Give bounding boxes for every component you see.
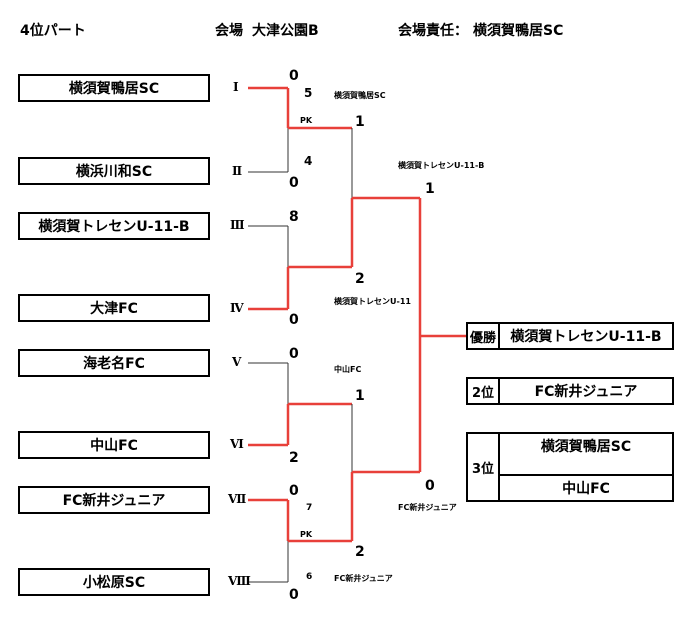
team-box-6: 中山FC (18, 431, 210, 459)
venue-name: 大津公園B (252, 23, 319, 39)
team-box-8: 小松原SC (18, 568, 210, 596)
m1-pk-bottom: 4 (304, 154, 313, 168)
champion-name: 横須賀トレセンU-11-B (498, 322, 674, 350)
champion-label: 優勝 (466, 322, 500, 350)
m1-pk-label: PK (300, 116, 313, 125)
s1-top-score: 1 (355, 114, 365, 130)
m4-pk-top: 7 (306, 503, 313, 513)
seed-4: Ⅳ (230, 301, 244, 315)
seed-6: Ⅵ (230, 437, 244, 451)
third-spacer (498, 458, 674, 474)
s1-bottom-score: 2 (355, 271, 365, 287)
m4-bottom-score: 0 (289, 587, 299, 603)
seed-2: Ⅱ (232, 164, 243, 178)
manager-label: 会場責任： (398, 23, 468, 39)
seed-8: Ⅷ (228, 574, 251, 588)
m4-top-score: 0 (289, 483, 299, 499)
s2-winner: FC新井ジュニア (398, 503, 457, 512)
part-title: 4位パート (20, 23, 86, 39)
final-top-score: 1 (425, 181, 435, 197)
m1-top-score: 0 (289, 68, 299, 84)
m4-pk-label: PK (300, 530, 313, 539)
m3-bottom-score: 2 (289, 450, 299, 466)
s2-top-score: 1 (355, 388, 365, 404)
team-box-3: 横須賀トレセンU-11-B (18, 212, 210, 240)
second-label: 2位 (466, 377, 500, 405)
m4-winner: FC新井ジュニア (334, 574, 393, 583)
m2-top-score: 8 (289, 209, 299, 225)
s1-winner: 横須賀トレセンU-11-B (398, 161, 485, 170)
m2-bottom-score: 0 (289, 312, 299, 328)
m1-bottom-score: 0 (289, 175, 299, 191)
seed-5: Ⅴ (232, 355, 242, 369)
third-name-1: 横須賀鴨居SC (498, 432, 674, 460)
seed-3: Ⅲ (230, 218, 245, 232)
seed-7: Ⅶ (228, 492, 247, 506)
m3-top-score: 0 (289, 346, 299, 362)
team-box-4: 大津FC (18, 294, 210, 322)
third-label: 3位 (466, 432, 500, 502)
m2-winner: 横須賀トレセンU-11 (334, 297, 411, 306)
m3-winner: 中山FC (334, 365, 362, 374)
manager-name: 横須賀鴨居SC (473, 23, 564, 39)
s2-bottom-score: 2 (355, 544, 365, 560)
final-bottom-score: 0 (425, 478, 435, 494)
seed-1: Ⅰ (233, 80, 239, 94)
m1-pk-top: 5 (304, 86, 313, 100)
m4-pk-bottom: 6 (306, 572, 313, 582)
team-box-7: FC新井ジュニア (18, 486, 210, 514)
second-name: FC新井ジュニア (498, 377, 674, 405)
m1-winner: 横須賀鴨居SC (334, 91, 386, 100)
venue-label: 会場 (215, 23, 243, 39)
team-box-1: 横須賀鴨居SC (18, 74, 210, 102)
team-box-2: 横浜川和SC (18, 157, 210, 185)
third-name-2: 中山FC (498, 474, 674, 502)
team-box-5: 海老名FC (18, 349, 210, 377)
